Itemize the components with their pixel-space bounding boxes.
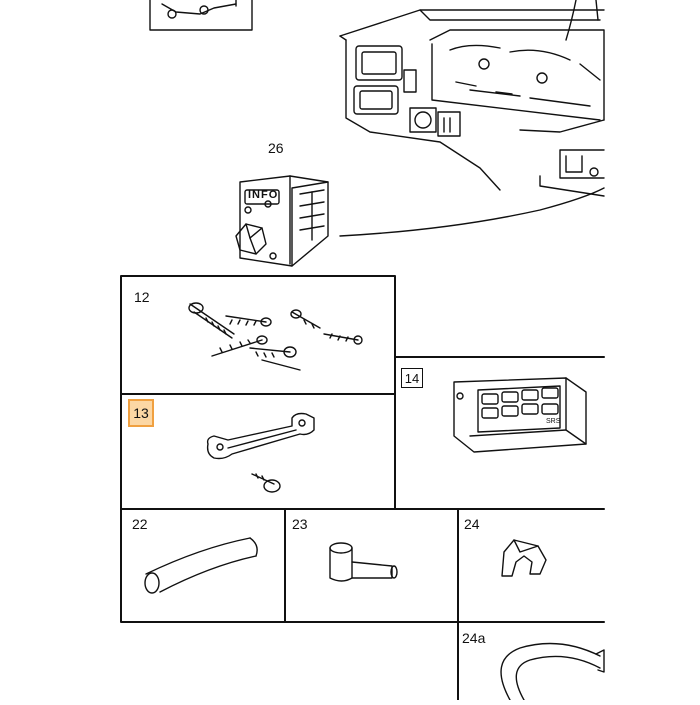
label-part-12: 12 (134, 289, 150, 305)
leader-line (339, 187, 605, 237)
label-part-22: 22 (132, 516, 148, 532)
top-car-thumbnail (149, 0, 253, 31)
label-part-24a: 24a (462, 630, 486, 646)
label-part-24: 24 (464, 516, 480, 532)
screws-part-12 (188, 302, 363, 371)
frame-lines (120, 275, 605, 701)
clip-part-24 (501, 539, 547, 577)
switch-panel-part-14 (453, 377, 587, 453)
label-part-23: 23 (292, 516, 308, 532)
connector-part-23 (329, 542, 398, 582)
band-part-24a (500, 642, 605, 701)
label-part-13-highlighted[interactable]: 13 (128, 399, 154, 427)
info-module-text: INFO (248, 189, 279, 201)
label-part-14: 14 (401, 368, 423, 388)
bracket-part-13 (206, 412, 315, 493)
info-module-part-26 (235, 175, 329, 267)
label-part-26: 26 (268, 140, 284, 156)
hose-part-22 (144, 537, 258, 594)
srs-button-label: SRS (546, 418, 561, 425)
dashboard-illustration (339, 0, 605, 197)
